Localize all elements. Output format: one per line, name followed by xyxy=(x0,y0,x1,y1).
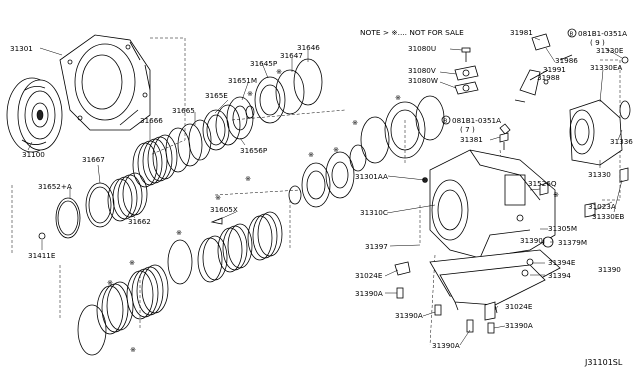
label-31080V: 31080V xyxy=(408,66,436,75)
label-31390A-d: 31390A xyxy=(505,321,533,330)
label-31024E-b: 31024E xyxy=(505,302,533,311)
label-31665: 31665 xyxy=(172,106,195,115)
label-31330EB: 31330EB xyxy=(592,212,624,221)
leader-lines xyxy=(27,37,623,346)
lower-clutch-pack xyxy=(77,239,193,356)
svg-text:※: ※ xyxy=(395,93,401,102)
label-31305M: 31305M xyxy=(548,224,577,233)
svg-text:※: ※ xyxy=(308,150,314,159)
label-31330EA: 31330EA xyxy=(590,63,622,72)
label-31666: 31666 xyxy=(140,116,163,125)
valve-parts xyxy=(454,47,511,135)
label-31411E: 31411E xyxy=(28,251,56,260)
label-31986: 31986 xyxy=(555,56,578,65)
label-31651M: 31651M xyxy=(228,76,257,85)
svg-text:※: ※ xyxy=(215,193,221,202)
label-31330: 31330 xyxy=(588,170,611,179)
label-31526Q: 31526Q xyxy=(528,179,557,188)
oil-pan xyxy=(394,249,561,334)
torque-converter xyxy=(6,77,63,153)
part-labels: 31301 31100 31666 31665 3165E 31651M 316… xyxy=(10,28,633,350)
svg-text:※: ※ xyxy=(553,190,559,199)
label-31301: 31301 xyxy=(10,44,33,53)
svg-text:※: ※ xyxy=(247,89,253,98)
label-31667: 31667 xyxy=(82,155,105,164)
svg-text:※: ※ xyxy=(352,118,358,127)
rear-extension xyxy=(514,33,631,218)
svg-text:※: ※ xyxy=(129,258,135,267)
svg-text:※: ※ xyxy=(176,228,182,237)
label-31394: 31394 xyxy=(548,271,571,280)
svg-text:※: ※ xyxy=(276,67,282,76)
label-31390A-b: 31390A xyxy=(395,311,423,320)
converter-housing xyxy=(59,34,151,131)
label-31390A-c: 31390A xyxy=(432,341,460,350)
not-for-sale-marks: ※ ※ ※ ※ ※ ※ ※ ※ ※ ※ ※ ※ ※ xyxy=(107,67,559,354)
label-31988: 31988 xyxy=(537,73,560,82)
label-31662: 31662 xyxy=(128,217,151,226)
label-31646: 31646 xyxy=(297,43,320,52)
label-081B1-7-qty: ( 7 ) xyxy=(460,125,475,134)
svg-text:※: ※ xyxy=(130,345,136,354)
label-3165E: 3165E xyxy=(205,91,228,100)
label-31080U: 31080U xyxy=(408,44,436,53)
label-31330E: 31330E xyxy=(596,46,624,55)
label-081B1-7: 081B1-0351A xyxy=(452,116,501,125)
label-31645P: 31645P xyxy=(250,59,278,68)
circled-b-1: B xyxy=(444,119,448,125)
label-31023A: 31023A xyxy=(588,202,616,211)
label-31336: 31336 xyxy=(610,137,633,146)
label-31652A: 31652+A xyxy=(38,182,72,191)
note-text: NOTE > ※.... NOT FOR SALE xyxy=(360,28,464,37)
middle-clutch-pack xyxy=(197,95,445,283)
label-31991: 31991 xyxy=(543,65,566,74)
label-081B1-9: 081B1-0351A xyxy=(578,29,627,38)
circled-b-2: B xyxy=(570,32,574,38)
svg-text:※: ※ xyxy=(333,145,339,154)
diagram-reference: J31101SL xyxy=(584,358,623,367)
label-31390J: 31390J xyxy=(520,236,545,245)
label-31301AA: 31301AA xyxy=(355,172,388,181)
label-31647: 31647 xyxy=(280,51,303,60)
label-31397: 31397 xyxy=(365,242,388,251)
svg-text:※: ※ xyxy=(245,174,251,183)
label-31310C: 31310C xyxy=(360,208,388,217)
label-31379M: 31379M xyxy=(558,238,587,247)
label-31381: 31381 xyxy=(460,135,483,144)
transmission-case xyxy=(422,149,556,259)
label-31390: 31390 xyxy=(598,265,621,274)
left-clutch-rings xyxy=(38,172,148,240)
small-bolts xyxy=(499,132,549,222)
label-31394E: 31394E xyxy=(548,258,576,267)
label-31390A-a: 31390A xyxy=(355,289,383,298)
label-31605X: 31605X xyxy=(210,205,238,214)
label-31981: 31981 xyxy=(510,28,533,37)
label-31024E-a: 31024E xyxy=(355,271,383,280)
label-31100: 31100 xyxy=(22,150,45,159)
label-081B1-9-qty: ( 9 ) xyxy=(590,38,605,47)
label-31080W: 31080W xyxy=(408,76,438,85)
label-31656P: 31656P xyxy=(240,146,268,155)
svg-text:※: ※ xyxy=(107,278,113,287)
